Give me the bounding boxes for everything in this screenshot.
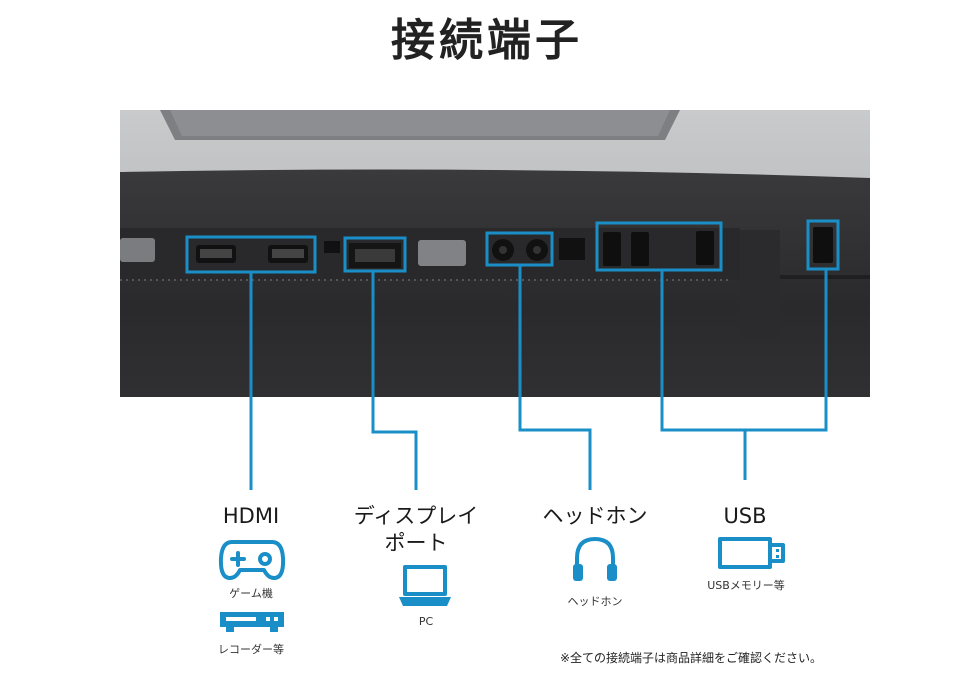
usb-label: USB [723, 504, 767, 528]
usb-stick-icon [718, 537, 785, 569]
monitor-ports-photo [120, 110, 870, 397]
laptop-caption: PC [418, 615, 434, 628]
displayport-label: ディスプレイ ポート [353, 504, 479, 555]
gamepad-icon [218, 540, 286, 580]
page-title: 接続端子 [391, 15, 583, 66]
footnote: ※全ての接続端子は商品詳細をご確認ください。 [560, 651, 823, 665]
recorder-caption: レコーダー等 [218, 643, 284, 656]
headphones-label: ヘッドホン [542, 504, 648, 528]
gamepad-caption: ゲーム機 [229, 587, 273, 600]
laptop-icon [399, 565, 451, 606]
hdmi-label: HDMI [222, 504, 280, 528]
headphones-icon [573, 537, 617, 581]
recorder-icon [220, 612, 284, 632]
headphones-caption: ヘッドホン [567, 595, 623, 608]
usb-stick-caption: USBメモリー等 [707, 579, 785, 592]
